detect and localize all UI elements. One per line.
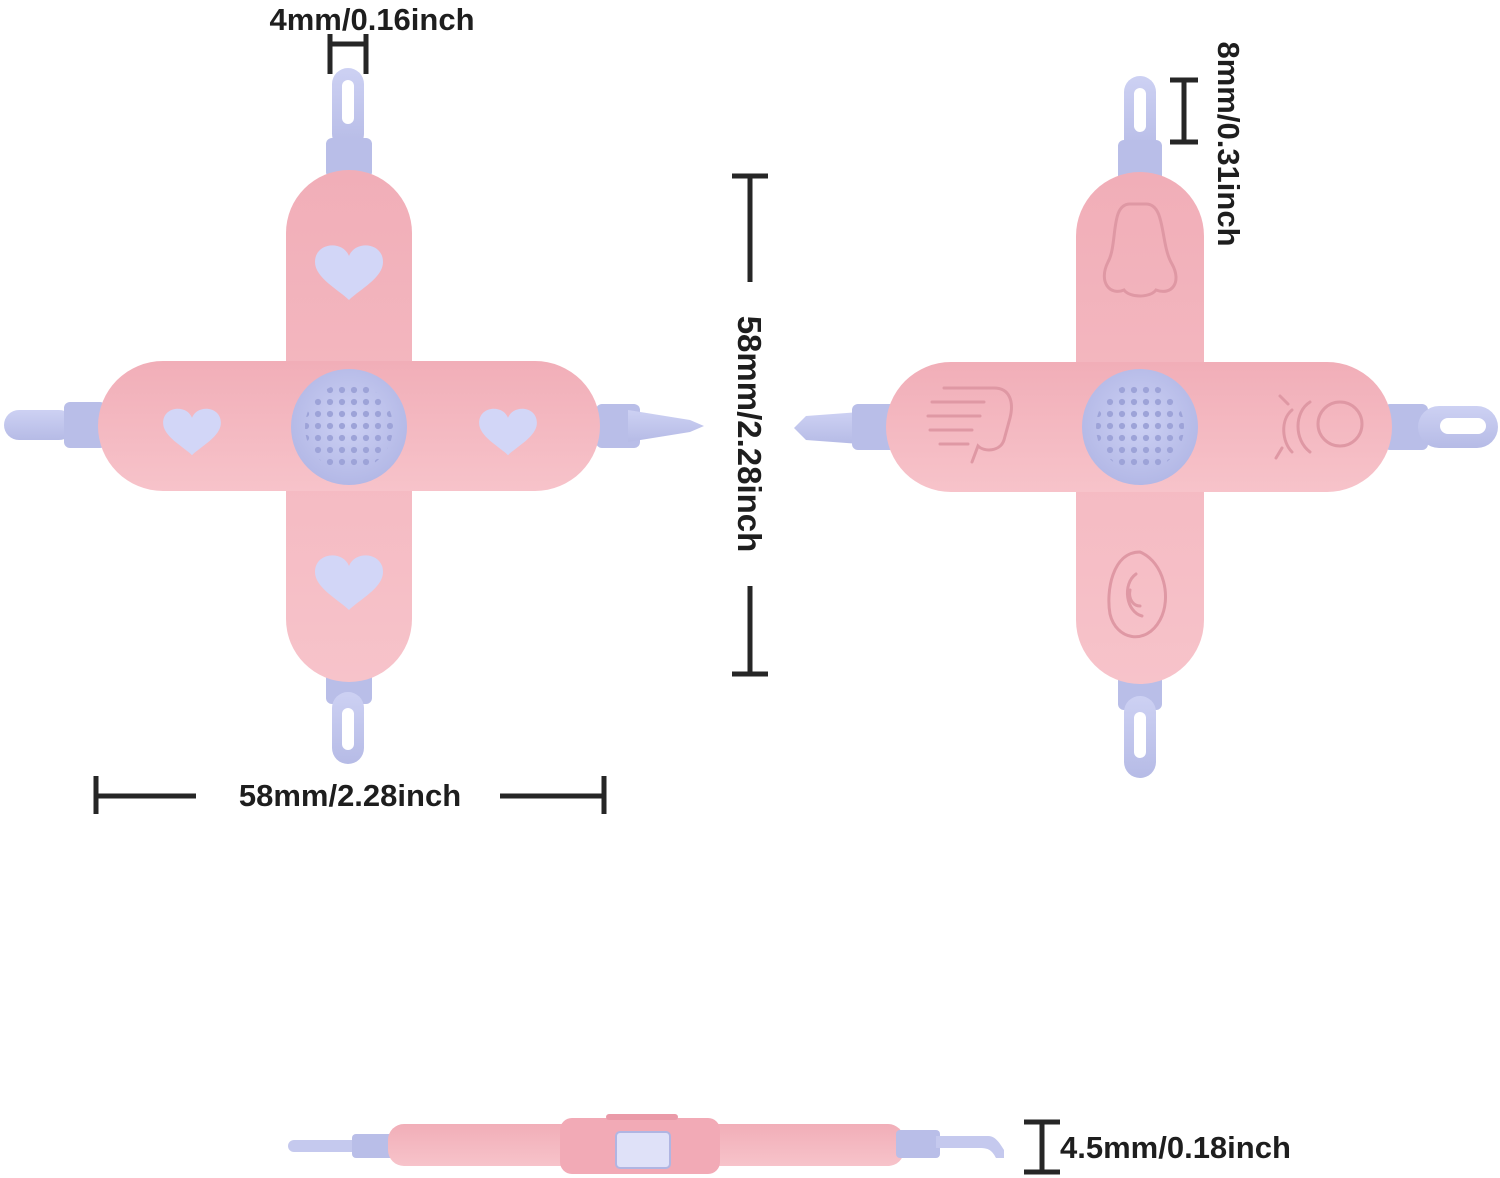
loop-width-label: 4mm/0.16inch bbox=[269, 2, 474, 37]
body-height-line bbox=[732, 173, 768, 677]
front-view bbox=[4, 68, 704, 764]
heart-icon bbox=[479, 408, 537, 456]
baby-face-icon bbox=[1274, 394, 1364, 460]
loop-height-label: 8mm/0.31inch bbox=[1211, 41, 1246, 246]
body-height-label: 58mm/2.28inch bbox=[731, 316, 768, 553]
heart-icon bbox=[315, 555, 383, 610]
back-left-tool bbox=[794, 404, 896, 450]
front-cross-body bbox=[98, 170, 600, 682]
body-width-label: 58mm/2.28inch bbox=[239, 778, 461, 813]
back-cross-body bbox=[886, 172, 1392, 684]
front-left-tool bbox=[4, 402, 106, 448]
thickness-label: 4.5mm/0.18inch bbox=[1060, 1130, 1291, 1165]
back-right-tool bbox=[1384, 404, 1498, 450]
heart-icon bbox=[315, 245, 383, 300]
dimension-lines bbox=[93, 34, 1198, 1175]
hand-icon bbox=[926, 386, 1013, 464]
heart-icon bbox=[163, 408, 221, 456]
back-view bbox=[794, 76, 1498, 778]
nose-icon bbox=[1102, 202, 1178, 298]
ear-icon bbox=[1107, 550, 1168, 639]
side-view bbox=[288, 1114, 1004, 1174]
loop-height-line bbox=[1170, 77, 1198, 145]
front-right-tool bbox=[596, 404, 704, 448]
thickness-line bbox=[1024, 1119, 1060, 1175]
body-width-line bbox=[93, 776, 607, 814]
loop-width-line bbox=[327, 34, 369, 74]
back-top-tool bbox=[1118, 76, 1162, 182]
front-top-tool bbox=[326, 68, 372, 178]
